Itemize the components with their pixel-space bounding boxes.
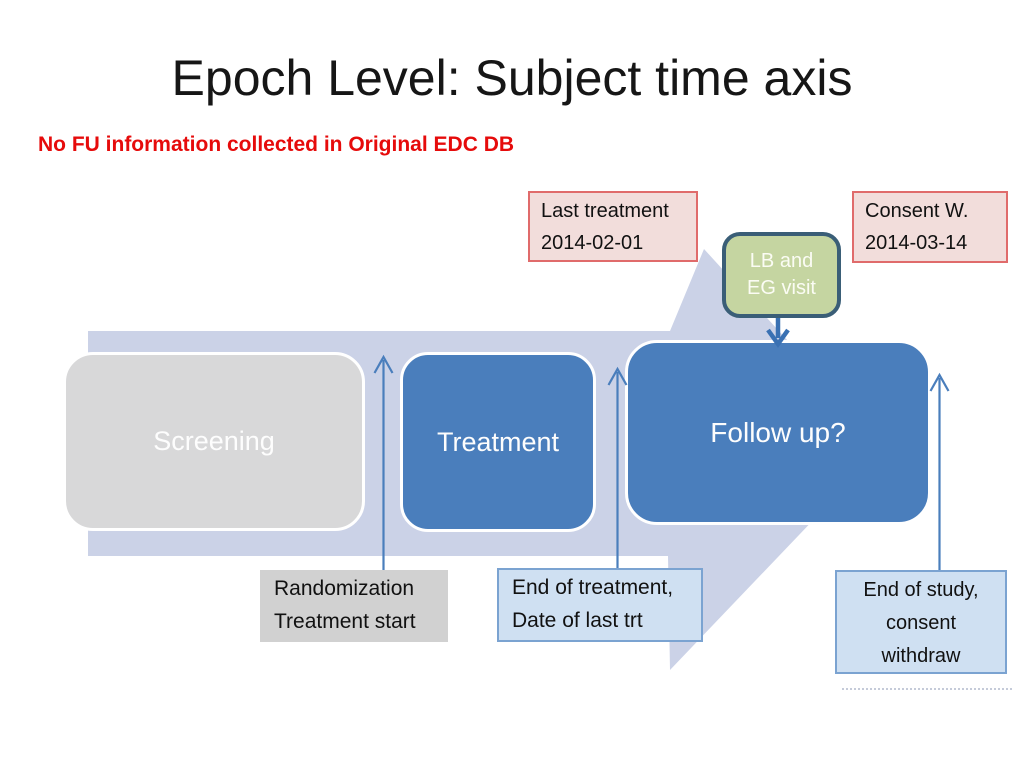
end-study-line2: consent (885, 612, 957, 634)
consent-date: 2014-03-14 (865, 232, 968, 254)
last-treatment-label: Last treatment (541, 200, 669, 222)
dotted-guide-line (842, 688, 1012, 690)
end-study-line1: End of study, (863, 579, 979, 601)
callout-end-of-study: End of study, consent withdraw (835, 570, 1007, 674)
epoch-box-followup: Follow up? (625, 340, 931, 525)
lb-eg-visit-node: LB and EG visit (722, 232, 841, 318)
callout-consent-withdraw: Consent W. 2014-03-14 (852, 191, 1008, 263)
epoch-label-treatment: Treatment (436, 426, 560, 457)
lb-eg-visit-line1: LB and (749, 250, 814, 272)
callout-end-of-treatment: End of treatment, Date of last trt (497, 568, 703, 642)
randomization-line2: Treatment start (274, 610, 416, 633)
lb-eg-visit-line2: EG visit (747, 277, 816, 299)
epoch-box-screening: Screening (63, 352, 365, 531)
callout-last-treatment: Last treatment 2014-02-01 (528, 191, 698, 262)
callout-randomization: Randomization Treatment start (260, 570, 448, 642)
randomization-line1: Randomization (274, 577, 415, 600)
slide-title: Epoch Level: Subject time axis (171, 50, 853, 106)
epoch-box-treatment: Treatment (400, 352, 596, 532)
end-study-line3: withdraw (881, 645, 961, 667)
consent-label: Consent W. (865, 200, 969, 222)
epoch-label-followup: Follow up? (710, 416, 846, 448)
end-treatment-line1: End of treatment, (512, 576, 674, 599)
last-treatment-date: 2014-02-01 (541, 232, 644, 254)
end-treatment-line2: Date of last trt (512, 609, 643, 632)
epoch-label-screening: Screening (153, 426, 275, 456)
warning-note: No FU information collected in Original … (38, 133, 515, 156)
